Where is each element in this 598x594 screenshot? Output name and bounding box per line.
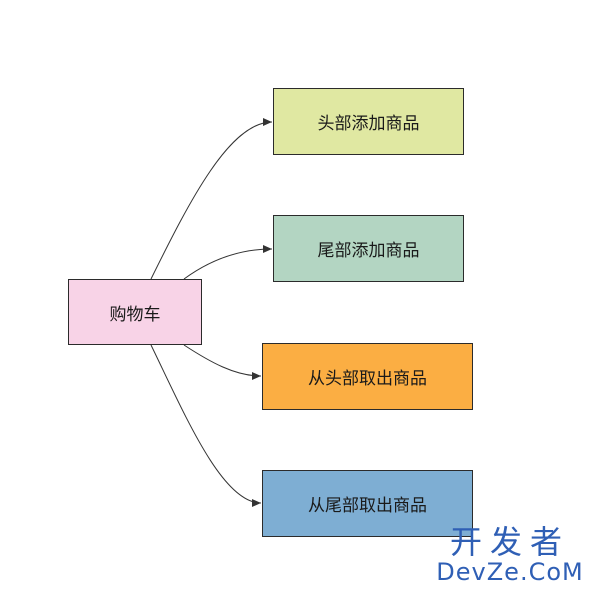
child-node-tail-take: 从尾部取出商品	[262, 470, 473, 537]
watermark: 开发者 DevZe.CoM	[430, 524, 590, 588]
watermark-en-text: DevZe.CoM	[436, 558, 584, 586]
edge-root-to-head-add	[150, 118, 273, 280]
root-node-label: 购物车	[109, 304, 161, 325]
root-node-shopping-cart: 购物车	[68, 279, 202, 345]
edge-root-to-tail-take	[150, 344, 262, 507]
child-node-tail-add: 尾部添加商品	[273, 215, 464, 282]
edge-root-to-head-take	[183, 344, 262, 380]
child-node-label: 尾部添加商品	[317, 241, 420, 261]
edge-root-to-tail-add	[183, 245, 273, 280]
child-node-head-add: 头部添加商品	[273, 88, 464, 155]
child-node-label: 从头部取出商品	[308, 369, 427, 389]
child-node-label: 头部添加商品	[317, 114, 420, 134]
watermark-cn-text: 开发者	[449, 523, 570, 561]
child-node-head-take: 从头部取出商品	[262, 343, 473, 410]
child-node-label: 从尾部取出商品	[308, 496, 427, 516]
